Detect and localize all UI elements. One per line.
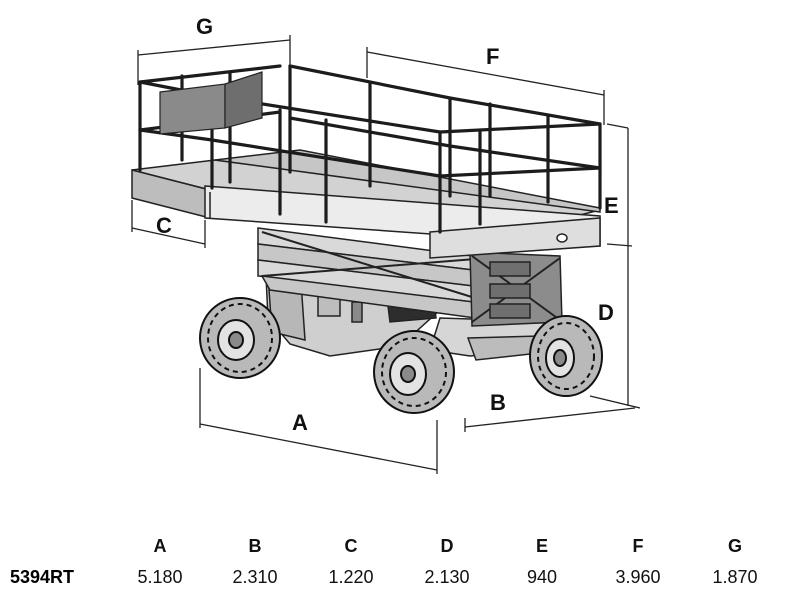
value-d: 2.130 [424, 567, 470, 587]
control-box [159, 71, 263, 135]
scissor-stack [257, 227, 563, 327]
wheel-front-left [373, 330, 455, 414]
dimension-label-g: G [196, 14, 213, 39]
column-header-a: A [153, 536, 167, 556]
scissor-lift-diagram: JLG [131, 14, 641, 474]
value-b: 2.310 [232, 567, 278, 587]
wheel-front-right [529, 315, 603, 397]
wheel-rear-left [199, 297, 281, 379]
platform-deck [131, 149, 601, 259]
value-c: 1.220 [328, 567, 374, 587]
column-header-c: C [344, 536, 358, 556]
dimension-lines [131, 35, 641, 474]
table-header-row: A B C D E F G [0, 536, 800, 566]
value-g: 1.870 [712, 567, 758, 587]
dimension-label-c: C [156, 213, 172, 238]
column-header-d: D [440, 536, 454, 556]
column-header-g: G [727, 536, 742, 556]
model-name: 5394RT [10, 567, 75, 587]
table-row: 5394RT 5.180 2.310 1.220 2.130 940 3.960… [0, 567, 800, 597]
dimension-label-e: E [604, 193, 619, 218]
dimension-label-d: D [598, 300, 614, 325]
value-f: 3.960 [615, 567, 661, 587]
guardrails [138, 64, 602, 234]
dimension-label-f: F [486, 44, 499, 69]
value-e: 940 [526, 567, 558, 587]
column-header-e: E [535, 536, 548, 556]
column-header-f: F [632, 536, 644, 556]
value-a: 5.180 [137, 567, 183, 587]
dimension-label-a: A [292, 410, 308, 435]
column-header-b: B [248, 536, 262, 556]
dimension-label-b: B [490, 390, 506, 415]
